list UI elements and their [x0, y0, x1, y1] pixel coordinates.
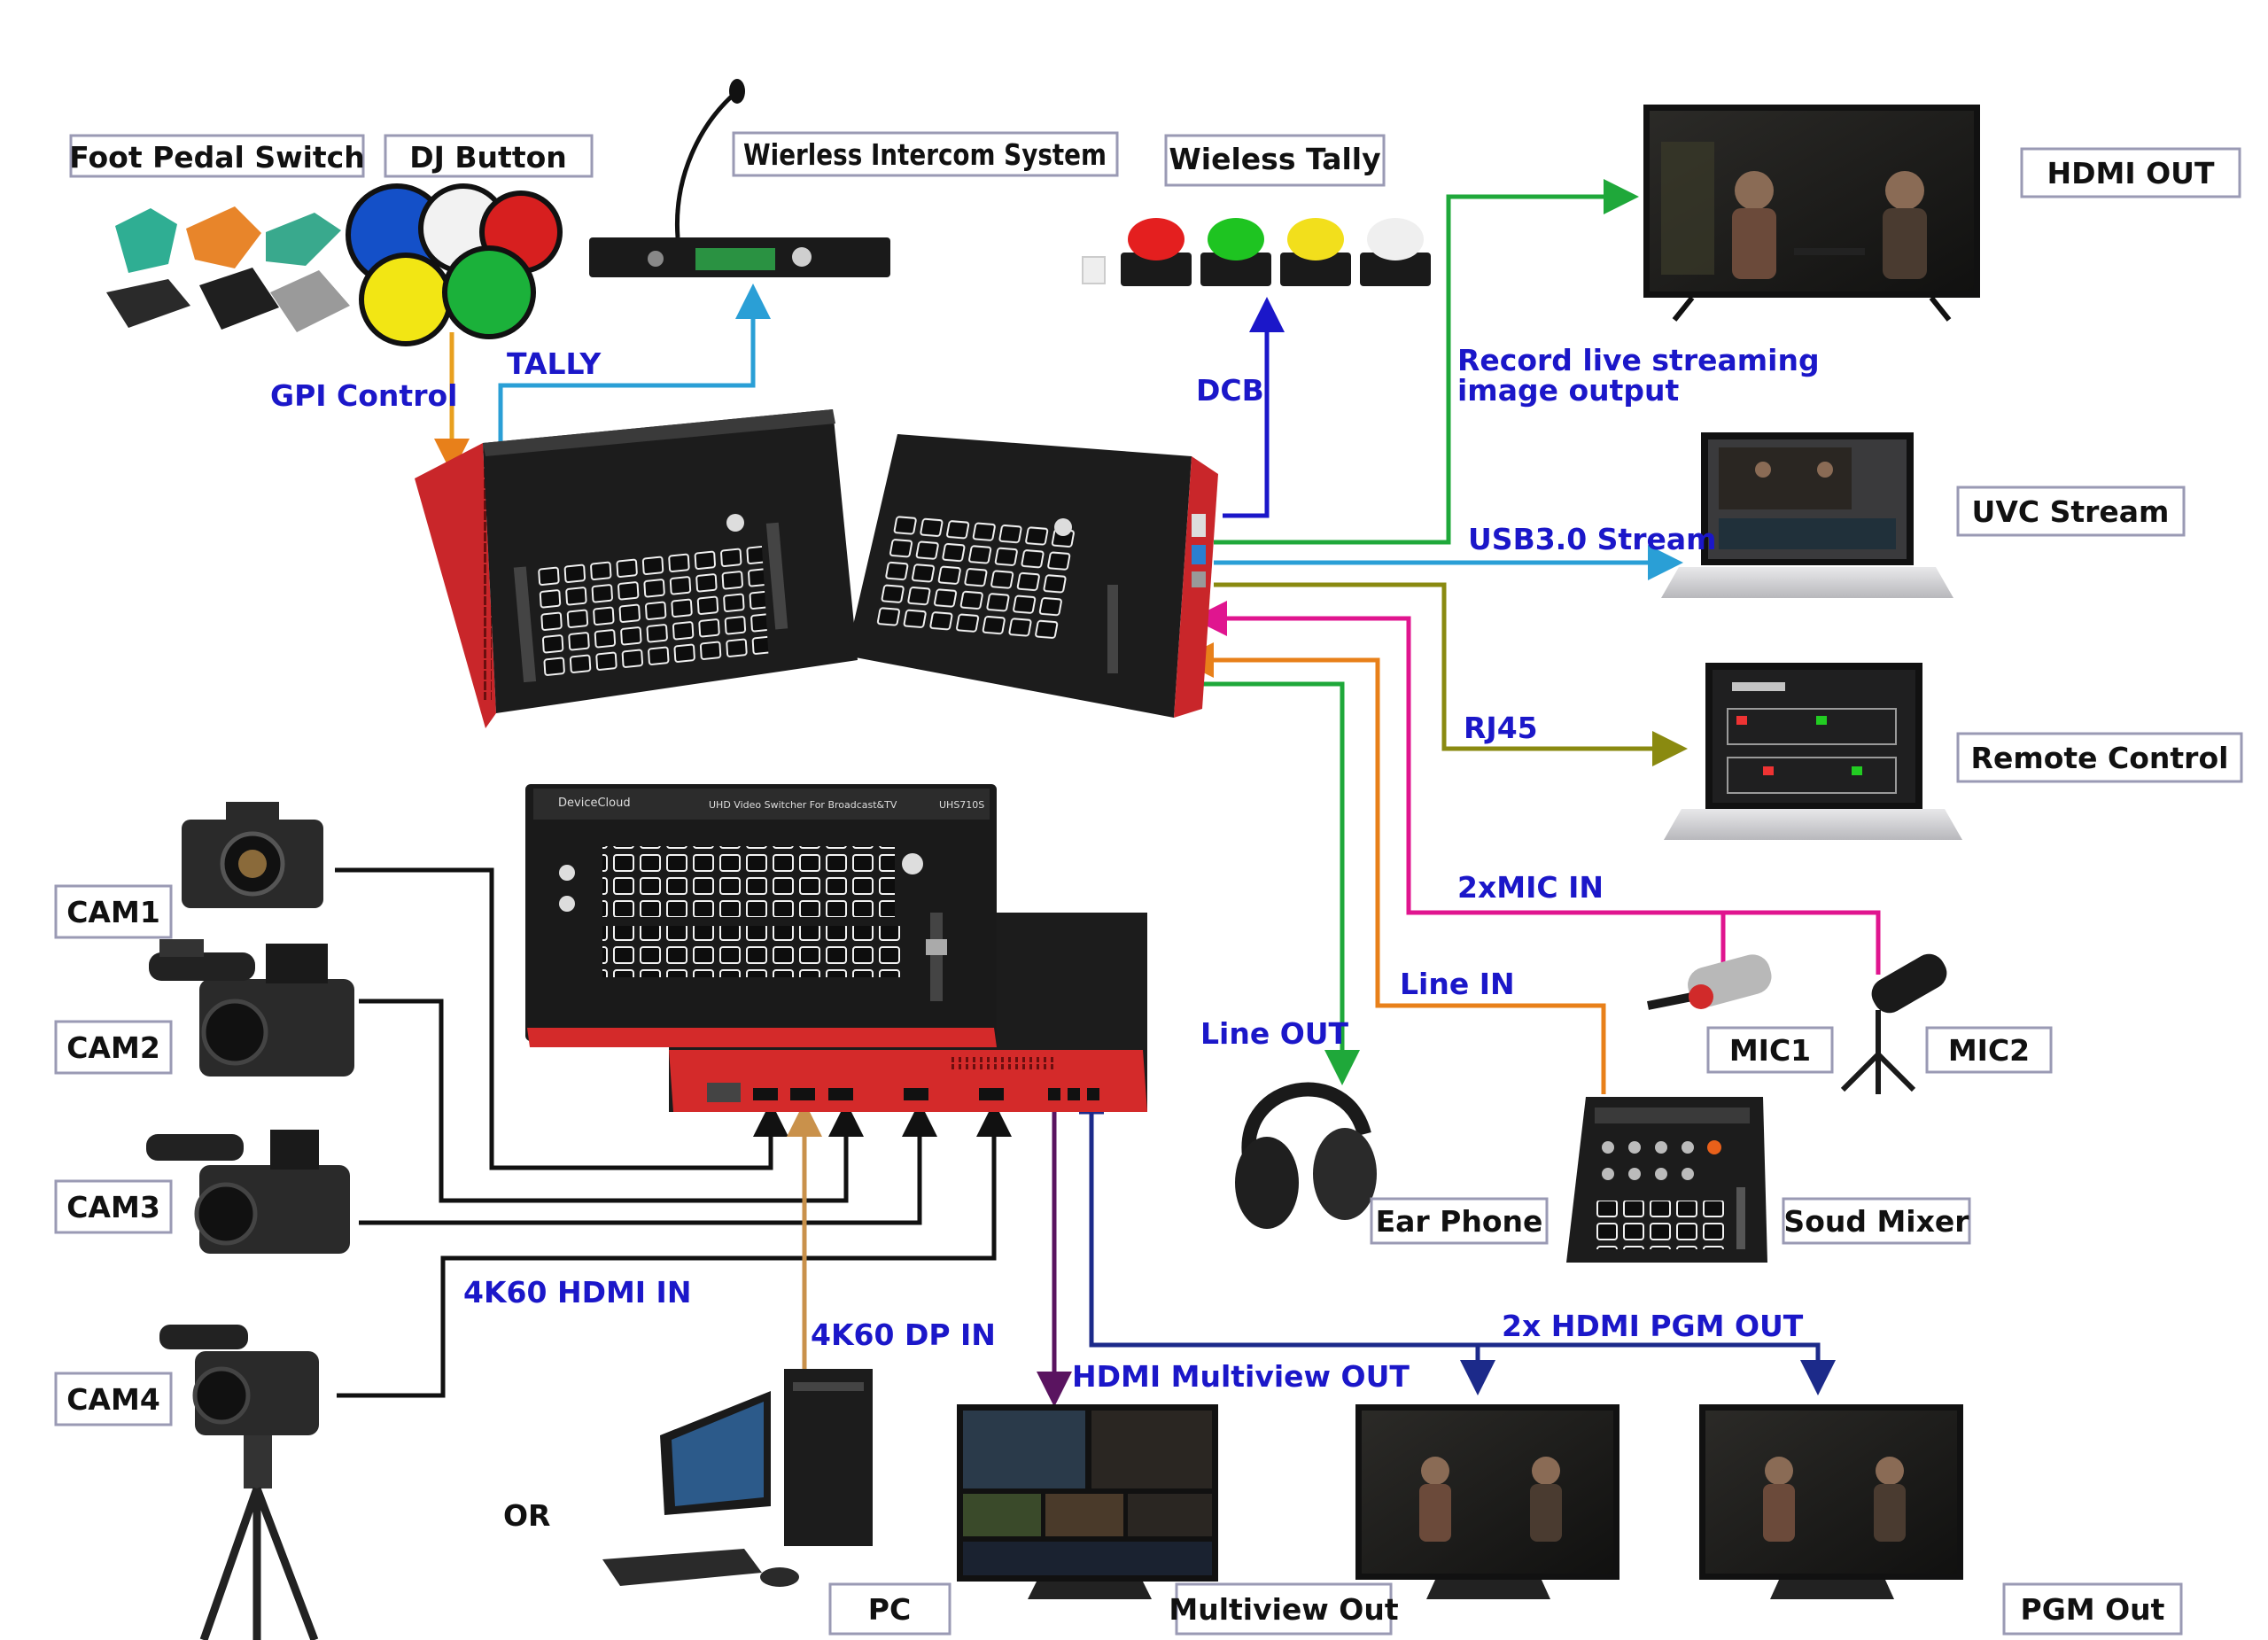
rj45-label: RJ45	[1464, 711, 1538, 745]
cam4-label: CAM4	[66, 1382, 160, 1417]
line-out-label: Line OUT	[1200, 1016, 1349, 1051]
wireless-tally-label: Wieless Tally	[1169, 142, 1380, 176]
mic2-label-box: MIC2	[1925, 1026, 2053, 1074]
dj-button-label-box: DJ Button	[384, 134, 594, 178]
device-brand-label: DeviceCloud	[558, 797, 631, 810]
pc-label: PC	[868, 1592, 911, 1627]
sound-mixer-label-box: Soud Mixer	[1782, 1197, 1971, 1245]
pgm-monitor-2-icon	[1699, 1404, 1963, 1599]
uvc-stream-label: UVC Stream	[1972, 494, 2170, 529]
line-out-wire	[1178, 681, 1360, 1085]
mic1-icon	[1647, 954, 1772, 1010]
switcher-right-icon	[846, 434, 1218, 718]
ear-phone-label-box: Ear Phone	[1370, 1197, 1549, 1245]
sound-mixer-label: Soud Mixer	[1783, 1204, 1969, 1239]
intercom-icon	[589, 79, 890, 277]
cam2-label-box: CAM2	[54, 1020, 173, 1075]
mic-wire	[1720, 910, 1881, 975]
switcher-main-icon	[525, 784, 1147, 1112]
record-label-line2: image output	[1457, 373, 1680, 408]
line-in-label: Line IN	[1400, 967, 1515, 1001]
tally-label: TALLY	[507, 346, 602, 381]
uvc-laptop-icon	[1661, 432, 1953, 598]
hdmi-in-label: 4K60 HDMI IN	[463, 1275, 691, 1310]
dj-button-label: DJ Button	[409, 140, 567, 175]
record-label-line1: Record live streaming	[1457, 343, 1820, 377]
multiview-hdmi-label: HDMI Multiview OUT	[1072, 1359, 1410, 1394]
pgm-out-label-box: PGM Out	[2002, 1582, 2183, 1636]
intercom-label: Wierless Intercom System	[743, 137, 1107, 172]
pc-label-box: PC	[828, 1582, 951, 1636]
uvc-stream-label-box: UVC Stream	[1956, 486, 2186, 537]
multiview-monitor-icon	[957, 1404, 1218, 1599]
pgm-wire	[1089, 1110, 1836, 1395]
cam2-label: CAM2	[66, 1030, 160, 1065]
or-label: OR	[503, 1498, 550, 1533]
multiview-out-label-box: Multiview Out	[1169, 1582, 1399, 1636]
device-tagline-label: UHD Video Switcher For Broadcast&TV	[709, 799, 897, 811]
dcb-label: DCB	[1196, 373, 1264, 408]
mic1-label-box: MIC1	[1706, 1026, 1834, 1074]
pc-icon	[602, 1369, 873, 1587]
cam2-wire	[359, 999, 864, 1203]
gpi-control-label: GPI Control	[270, 378, 457, 413]
foot-pedal-label-box: Foot Pedal Switch	[69, 134, 365, 178]
remote-control-label-box: Remote Control	[1956, 732, 2243, 783]
cam1-label: CAM1	[66, 895, 160, 929]
mic2-icon	[1840, 953, 1947, 1094]
wires	[335, 179, 1881, 1407]
cam2-camera-icon	[149, 939, 354, 1076]
cam1-wire	[335, 867, 788, 1170]
mic1-label: MIC1	[1729, 1033, 1811, 1068]
rj45-wire	[1214, 582, 1688, 766]
device-model-label: UHS710S	[939, 799, 984, 811]
pgm-monitor-1-icon	[1355, 1404, 1619, 1599]
remote-control-label: Remote Control	[1971, 741, 2229, 775]
mic2-label: MIC2	[1948, 1033, 2030, 1068]
hdmi-out-label-box: HDMI OUT	[2020, 147, 2241, 198]
cam3-label: CAM3	[66, 1190, 160, 1224]
tally-wire	[498, 284, 771, 465]
multiview-out-label: Multiview Out	[1169, 1592, 1398, 1627]
ear-phone-label: Ear Phone	[1376, 1204, 1543, 1239]
switcher-left-icon	[415, 409, 858, 728]
cam4-label-box: CAM4	[54, 1372, 173, 1426]
cam3-camera-icon	[146, 1130, 350, 1254]
usb-stream-label: USB3.0 Stream	[1468, 522, 1717, 556]
pgm-out-label: PGM Out	[2021, 1592, 2165, 1627]
dcb-wire	[1223, 297, 1285, 518]
foot-pedal-label: Foot Pedal Switch	[69, 140, 364, 175]
remote-laptop-icon	[1664, 663, 1962, 840]
sound-mixer-icon	[1566, 1097, 1767, 1263]
tv-icon	[1643, 105, 1980, 322]
dp-in-label: 4K60 DP IN	[811, 1317, 996, 1352]
cam1-camera-icon	[182, 802, 323, 908]
mic-wire-main	[1192, 601, 1723, 915]
earphone-icon	[1235, 1082, 1377, 1229]
pgm-hdmi-label: 2x HDMI PGM OUT	[1502, 1309, 1804, 1343]
cam4-camera-icon	[159, 1325, 319, 1640]
line-in-wire	[1178, 642, 1606, 1094]
intercom-label-box: Wierless Intercom System	[732, 131, 1119, 177]
wireless-tally-label-box: Wieless Tally	[1164, 134, 1386, 187]
foot-pedal-icon	[106, 206, 350, 332]
cam3-wire	[359, 1101, 937, 1225]
wireless-tally-icon	[1082, 218, 1431, 286]
cam3-label-box: CAM3	[54, 1179, 173, 1234]
dj-button-icon	[346, 183, 563, 346]
mic-in-label: 2xMIC IN	[1457, 870, 1604, 905]
hdmi-out-label: HDMI OUT	[2047, 156, 2215, 190]
cam4-wire	[337, 1101, 1012, 1398]
record-wire	[1214, 179, 1639, 545]
cam1-label-box: CAM1	[54, 884, 173, 939]
